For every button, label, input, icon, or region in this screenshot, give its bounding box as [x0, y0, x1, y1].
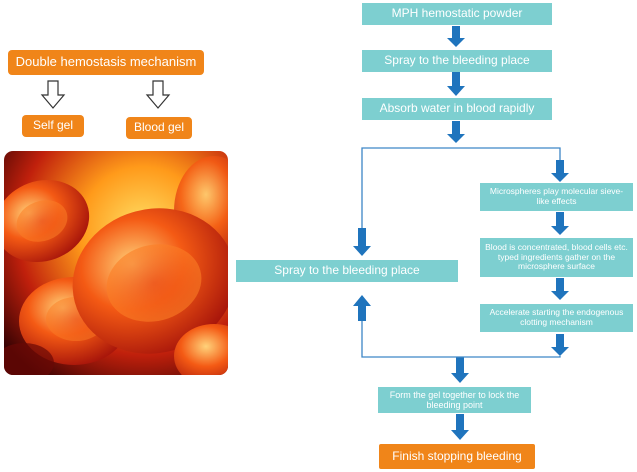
arrow-right-1-2: [551, 212, 569, 235]
self-gel-label: Self gel: [32, 118, 74, 133]
finish-bleeding-text: Finish stopping bleeding: [392, 448, 522, 463]
step-mph-powder-text: MPH hemostatic powder: [391, 6, 523, 21]
form-gel-text: Form the gel together to lock the bleedi…: [389, 389, 520, 410]
step-absorb-water: Absorb water in blood rapidly: [362, 98, 552, 120]
self-gel-box: Self gel: [22, 115, 84, 137]
arrow-up-to-left-box: [353, 295, 371, 321]
arrow-right-2-3: [551, 278, 569, 300]
join-line: [361, 321, 561, 358]
blood-concentrated-text: Blood is concentrated, blood cells etc. …: [485, 242, 628, 272]
arrow-1-2: [447, 26, 465, 47]
finish-bleeding-box: Finish stopping bleeding: [379, 444, 535, 469]
accelerate-clotting-box: Accelerate starting the endogenous clott…: [480, 304, 633, 332]
step-absorb-water-text: Absorb water in blood rapidly: [379, 101, 535, 116]
arrow-3-split: [447, 121, 465, 143]
left-spray-text: Spray to the bleeding place: [274, 263, 420, 278]
step-mph-powder: MPH hemostatic powder: [362, 3, 552, 25]
blood-gel-box: Blood gel: [126, 117, 192, 139]
split-line: [361, 147, 561, 228]
step-spray: Spray to the bleeding place: [362, 50, 552, 72]
microspheres-text: Microspheres play molecular sieve-like e…: [489, 186, 624, 206]
arrow-to-right-1: [551, 160, 569, 182]
arrow-to-merge: [451, 357, 469, 383]
hollow-arrow-left: [40, 80, 66, 109]
hollow-arrow-right: [145, 80, 171, 109]
double-hemostasis-title: Double hemostasis mechanism: [8, 50, 204, 75]
microspheres-box: Microspheres play molecular sieve-like e…: [480, 183, 633, 211]
accelerate-clotting-text: Accelerate starting the endogenous clott…: [489, 307, 624, 327]
red-blood-cells-image: [4, 151, 228, 375]
arrow-2-3: [447, 72, 465, 96]
blood-concentrated-box: Blood is concentrated, blood cells etc. …: [480, 238, 633, 277]
left-spray-box: Spray to the bleeding place: [236, 260, 458, 282]
blood-gel-label: Blood gel: [133, 120, 185, 135]
double-hemostasis-title-text: Double hemostasis mechanism: [15, 54, 197, 70]
arrow-to-left-box: [353, 228, 371, 256]
arrow-right-3-down: [551, 334, 569, 356]
arrow-merge-final: [451, 414, 469, 440]
step-spray-text: Spray to the bleeding place: [384, 53, 530, 68]
form-gel-box: Form the gel together to lock the bleedi…: [378, 387, 531, 413]
